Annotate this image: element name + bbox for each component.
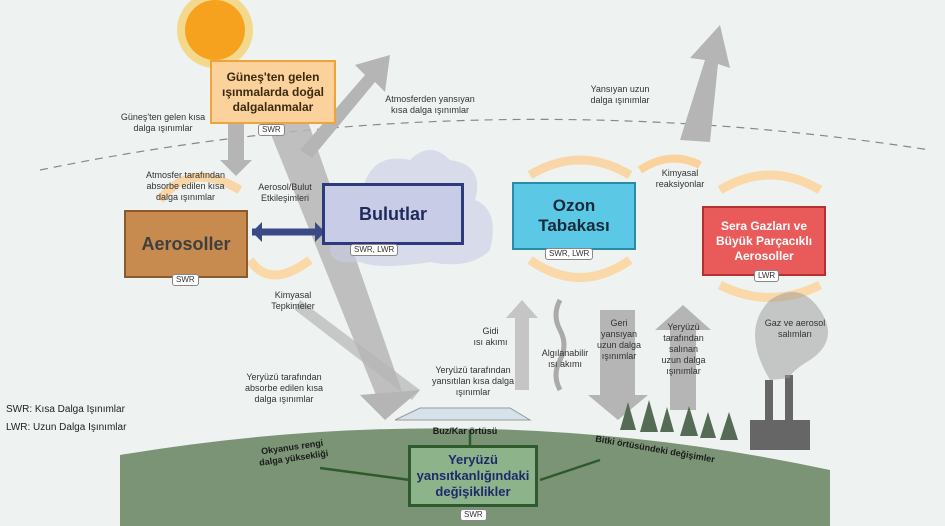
atmosphere-boundary [39,118,931,171]
aerosols-box: Aerosoller [124,210,248,278]
label-chem-reactions: Kimyasal reaksiyonlar [655,168,705,189]
surface-reflected-arrow [295,300,420,400]
ozone-tag: SWR, LWR [545,248,594,260]
label-incoming-sw: Güneş'ten gelen kısa dalga ışınımlar [120,112,206,133]
greenhouse-tag: LWR [754,270,780,282]
label-atmo-reflected-sw: Atmosferden yansıyan kısa dalga ışınımla… [385,94,475,115]
latent-heat-wave [553,298,567,392]
label-surface-emitted-lw: Yeryüzü tarafından salınan uzun dalga ış… [661,322,706,376]
surface-albedo-box: Yeryüzü yansıtkanlığındaki değişiklikler [408,445,538,507]
aerosols-tag: SWR [172,274,199,286]
factory [750,375,810,450]
label-ice-snow: Buz/Kar örtüsü [432,426,498,436]
ozone-box: Ozon Tabakası [512,182,636,250]
label-surface-absorbed-sw: Yeryüzü tarafından absorbe edilen kısa d… [244,372,324,404]
sun-icon [177,0,253,68]
label-reflected-lw: Yansıyan uzun dalga ışınımlar [590,84,650,105]
outgoing-longwave-arrow [680,25,730,142]
forest [620,400,738,440]
cycle-ozone [527,155,633,282]
label-atmo-absorbed-sw: Atmosfer tarafından absorbe edilen kısa … [145,170,226,202]
atmosphere-reflected-arrow [300,55,390,158]
label-sensible-heat: Gidi ısı akımı [473,326,508,347]
cycle-greenhouse [717,170,823,302]
surface-connectors [319,430,601,482]
surface-lw-arrow [655,305,711,410]
surface-albedo-tag: SWR [460,509,487,521]
label-surface-reflected-sw: Yeryüzü tarafından yansıtılan kısa dalga… [431,365,515,397]
legend-lwr: LWR: Uzun Dalga Işınımlar [6,422,127,433]
clouds-tag: SWR, LWR [350,244,399,256]
chem-reaction-arrow [637,154,702,174]
smoke-plume [755,292,828,380]
greenhouse-box: Sera Gazları ve Büyük Parçacıklı Aerosol… [702,206,826,276]
incoming-arrow-head [360,390,420,420]
label-chem-processes: Kimyasal Tepkimeler [271,290,315,311]
legend-swr: SWR: Kısa Dalga Işınımlar [6,404,125,415]
aerosol-cloud-arrow [252,222,325,242]
back-lw-arrow [588,310,648,420]
label-back-lw: Geri yansıyan uzun dalga ışınımlar [596,318,642,361]
clouds-box: Bulutlar [322,183,464,245]
ice-cover [394,407,532,421]
cycle-aerosol [156,172,313,280]
sun-radiation-tag: SWR [258,124,285,136]
label-latent-heat: Algılanabilir ısı akımı [541,348,589,369]
sun-down-arrow [220,120,252,176]
label-gas-aerosol: Gaz ve aerosol salımları [764,318,826,339]
label-aerosol-cloud: Aerosol/Bulut Etkileşimleri [258,182,312,203]
sun-radiation-box: Güneş'ten gelen ışınmalarda doğal dalgal… [210,60,336,124]
sensible-heat-arrow [506,300,538,390]
